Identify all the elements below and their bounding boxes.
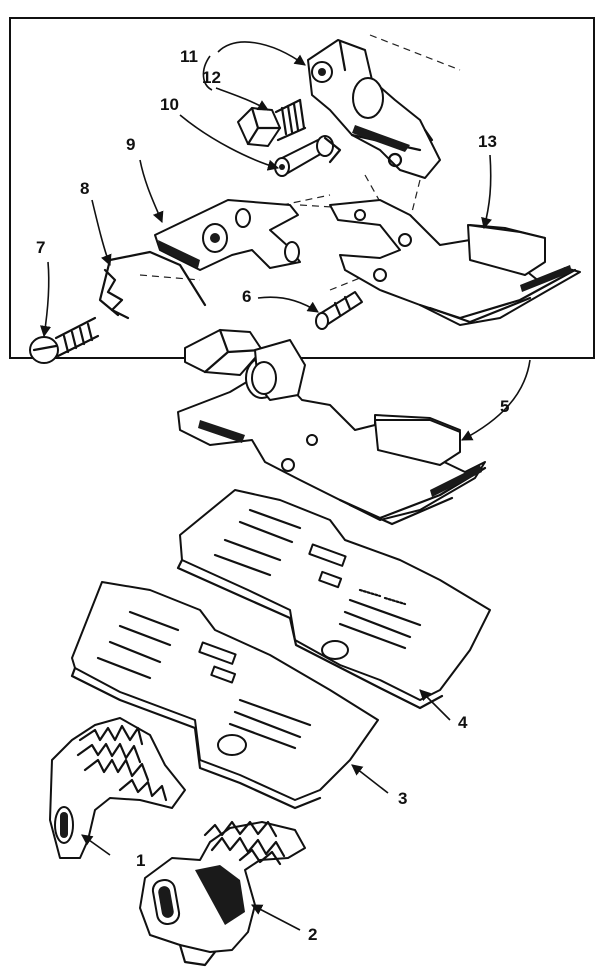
callout-5: 5	[500, 397, 509, 416]
part-8-spring	[98, 250, 207, 320]
part-1-feed-dog	[49, 717, 186, 859]
part-10-shoulder-screw	[274, 135, 342, 177]
part-6-pin	[315, 291, 363, 330]
callout-13: 13	[478, 132, 497, 151]
part-2-feed-dog	[139, 820, 306, 967]
part-13-presser-foot	[329, 199, 581, 326]
callout-8: 8	[80, 179, 89, 198]
callout-labels: 1 2 3 4 5 6 7 8 9 10 11 12 13	[36, 47, 509, 944]
callout-1: 1	[136, 851, 145, 870]
callout-10: 10	[160, 95, 179, 114]
part-5-assembled-presser-foot	[177, 328, 487, 526]
part-9-foot-shank	[154, 199, 301, 271]
callout-9: 9	[126, 135, 135, 154]
inset-parts	[29, 34, 581, 364]
callout-11: 11	[180, 47, 198, 66]
part-7-slotted-screw	[29, 316, 100, 364]
callout-3: 3	[398, 789, 407, 808]
part-4-throat-plate	[176, 489, 491, 710]
callout-12: 12	[202, 68, 221, 87]
callout-7: 7	[36, 238, 45, 257]
callout-6: 6	[242, 287, 251, 306]
callout-4: 4	[458, 713, 468, 732]
part-12-hex-bolt	[237, 98, 307, 147]
callout-2: 2	[308, 925, 317, 944]
inset-frame	[9, 17, 595, 359]
leader-lines	[39, 41, 531, 931]
part-3-throat-plate	[70, 581, 379, 810]
part-11-hinge-bracket	[307, 39, 441, 179]
